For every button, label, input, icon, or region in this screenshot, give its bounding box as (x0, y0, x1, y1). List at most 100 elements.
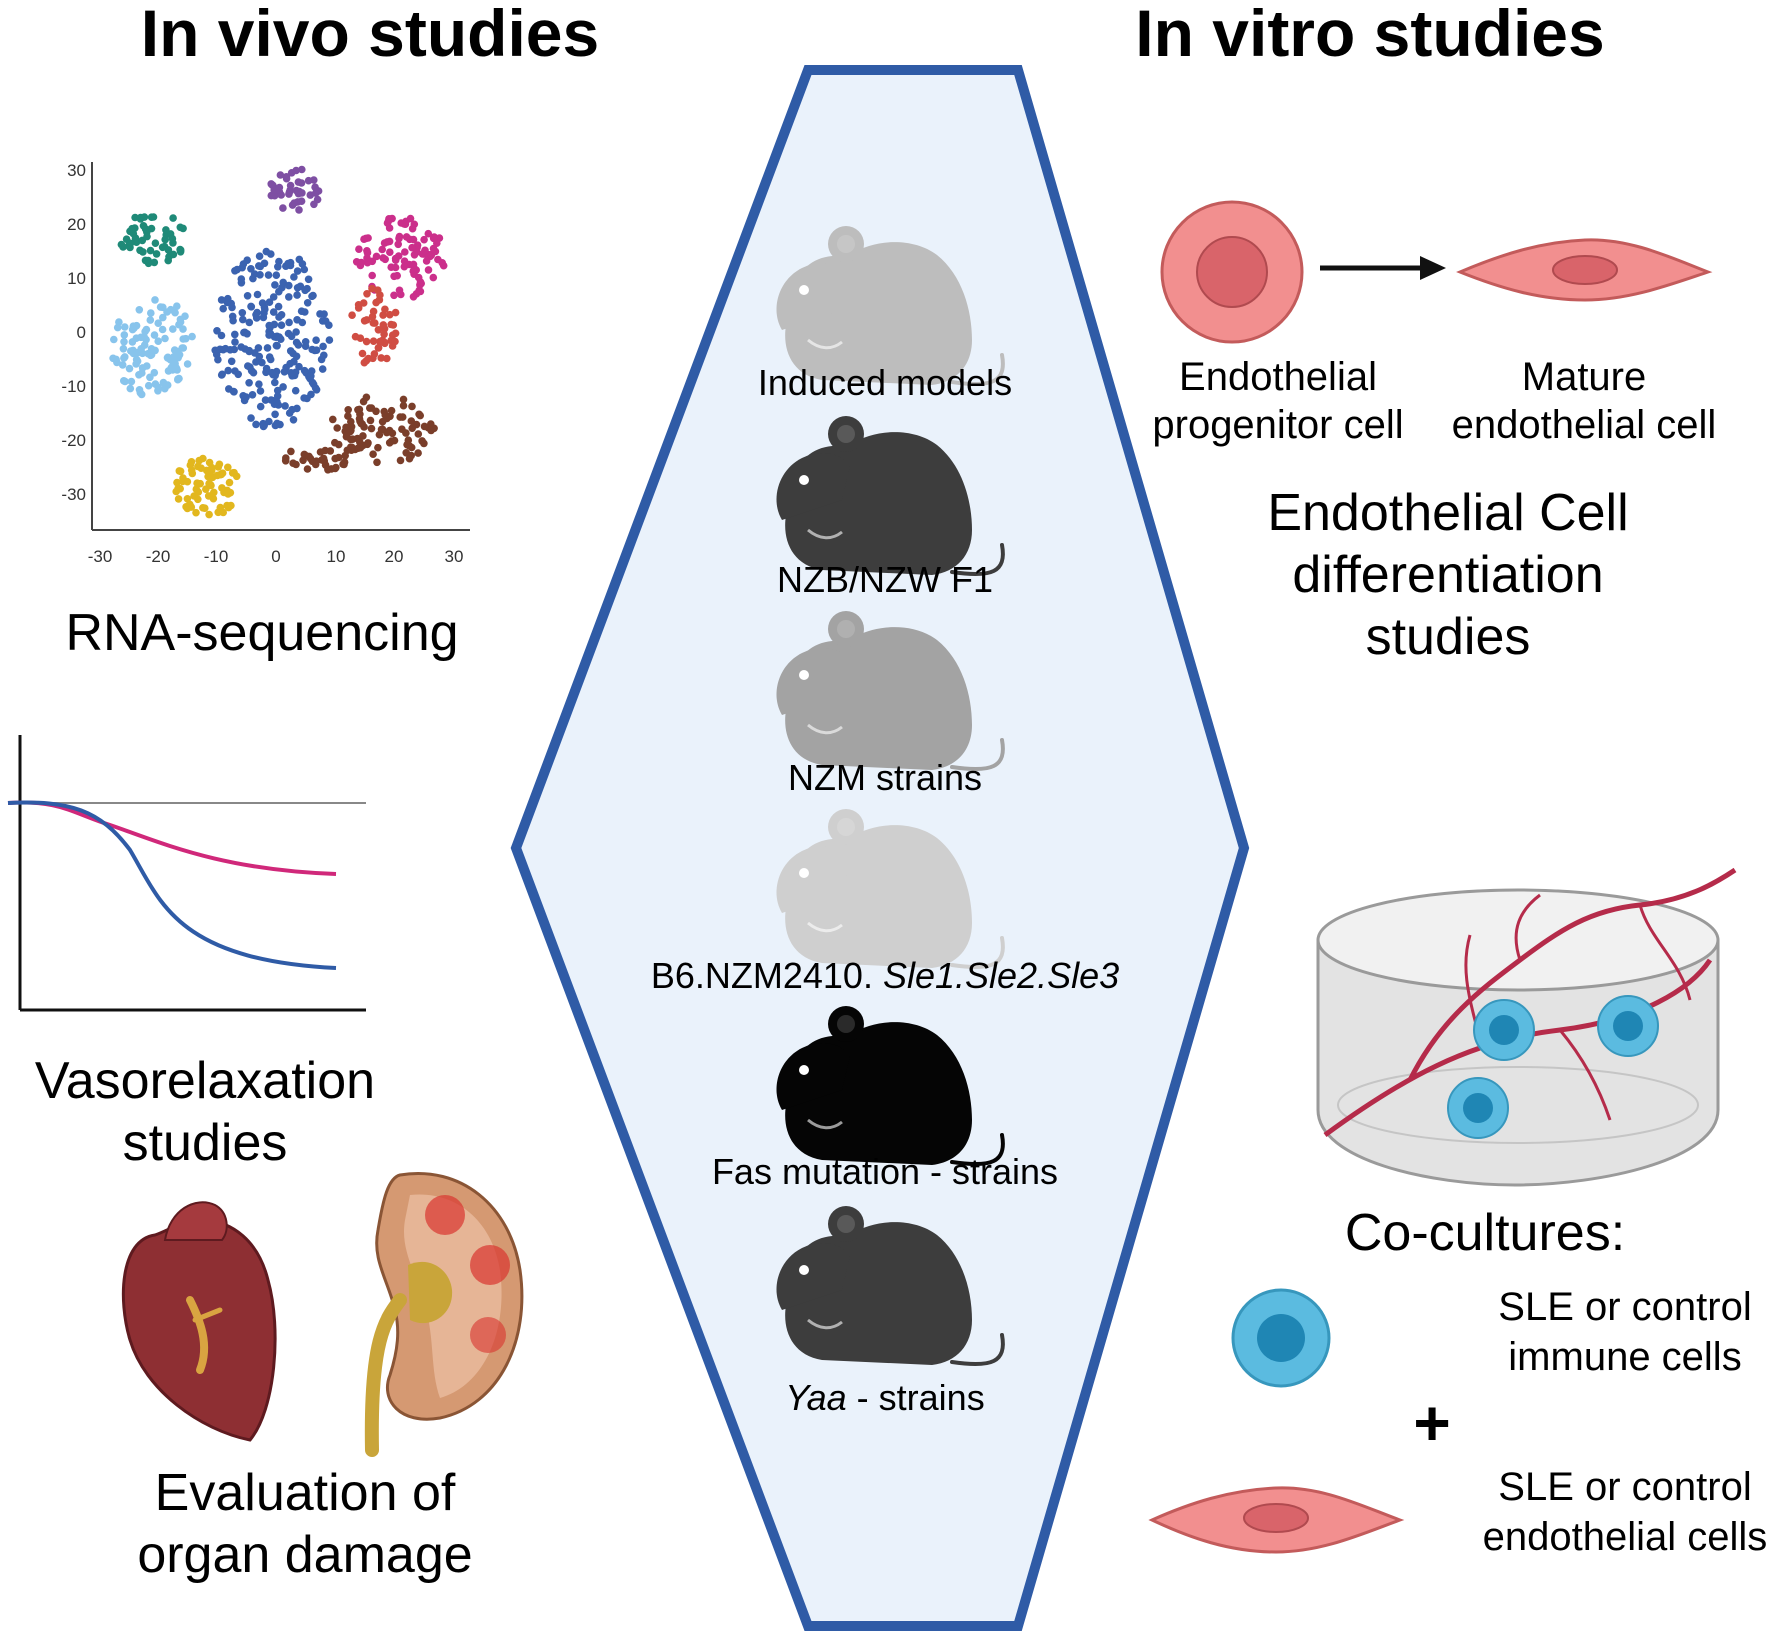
tsne-point (386, 248, 394, 256)
tsne-point (126, 239, 135, 248)
tsne-point (230, 388, 238, 396)
tsne-point (271, 378, 279, 387)
tsne-point (275, 287, 283, 296)
tsne-point (294, 178, 303, 186)
tsne-point (309, 291, 317, 300)
tsne-point (346, 443, 355, 452)
tsne-point (225, 478, 234, 487)
tsne-point (289, 416, 298, 424)
tsne-point (287, 447, 295, 456)
tsne-point (290, 199, 299, 207)
tsne-point (217, 331, 226, 340)
tsne-point (298, 318, 307, 327)
tsne-point (252, 358, 260, 366)
tsne-point (147, 224, 156, 233)
tsne-point (181, 312, 189, 321)
tsne-point (286, 347, 295, 355)
tsne-point (273, 419, 281, 428)
tsne-point (421, 246, 429, 255)
tsne-point (387, 406, 396, 415)
tsne-point (156, 303, 165, 311)
tsne-point (297, 197, 306, 205)
tsne-point (151, 346, 159, 355)
tsne-point (254, 344, 263, 352)
tsne-point (373, 458, 381, 467)
tsne-point (131, 213, 139, 222)
tsne-point (151, 239, 160, 247)
mouse-model-label: Induced models (758, 362, 1012, 403)
tsne-x-tick: 10 (327, 547, 346, 566)
tsne-y-tick: 20 (67, 215, 86, 234)
tsne-point (188, 469, 197, 478)
tsne-point (344, 412, 352, 420)
tsne-point (230, 468, 238, 477)
tsne-point (183, 360, 192, 368)
arrow-icon (1320, 256, 1446, 280)
tsne-x-tick: -20 (146, 547, 171, 566)
tsne-point (298, 189, 306, 197)
tsne-point (290, 273, 298, 281)
tsne-point (277, 321, 286, 330)
vasorelaxation-plot (7, 735, 366, 1012)
tsne-point (216, 345, 224, 354)
tsne-point (118, 361, 127, 369)
mouse-icon (776, 416, 1005, 577)
tsne-point (151, 380, 160, 388)
tsne-point (169, 325, 177, 333)
tsne-point (171, 308, 179, 317)
vaso-curve-magenta (7, 800, 337, 876)
tsne-point (398, 425, 406, 434)
tsne-point (231, 338, 239, 346)
endothelial-label-2: endothelial cells (1483, 1515, 1768, 1559)
mouse-model-label: B6.NZM2410. Sle1.Sle2.Sle3 (651, 955, 1119, 996)
tsne-point (182, 334, 190, 343)
coculture-title: Co-cultures: (1345, 1204, 1625, 1262)
tsne-point (293, 267, 302, 275)
tsne-point (318, 365, 327, 373)
tsne-point (194, 495, 202, 504)
tsne-point (169, 250, 178, 259)
tsne-point (252, 420, 260, 429)
tsne-point (374, 326, 383, 334)
mature-label-2: endothelial cell (1452, 403, 1717, 447)
tsne-point (163, 308, 171, 316)
tsne-point (231, 330, 239, 339)
tsne-point (129, 322, 138, 331)
tsne-point (175, 467, 184, 475)
tsne-point (381, 255, 390, 264)
tsne-point (227, 501, 235, 510)
tsne-y-tick: 10 (67, 269, 86, 288)
tsne-point (388, 429, 397, 438)
tsne-point (150, 368, 159, 377)
tsne-point (356, 410, 364, 419)
tsne-point (377, 354, 386, 362)
tsne-point (170, 346, 179, 354)
tsne-point (291, 386, 300, 395)
tsne-point (213, 327, 221, 335)
tsne-point (368, 257, 377, 266)
tsne-point (273, 386, 282, 395)
tsne-point (265, 353, 274, 361)
tsne-point (188, 332, 196, 341)
tsne-point (409, 235, 418, 244)
tsne-point (256, 262, 265, 271)
tsne-point (316, 448, 325, 456)
mouse-icon (776, 809, 1005, 970)
tsne-point (394, 240, 403, 249)
tsne-point (258, 358, 266, 367)
tsne-point (217, 296, 226, 304)
tsne-point (265, 417, 273, 426)
tsne-point (237, 275, 246, 283)
tsne-point (255, 252, 264, 260)
tsne-point (217, 371, 226, 379)
tsne-point (262, 247, 271, 256)
tsne-point (391, 329, 400, 338)
tsne-point (132, 360, 140, 368)
tsne-point (158, 325, 167, 334)
tsne-point (295, 362, 303, 371)
progenitor-label-1: Endothelial (1179, 355, 1377, 399)
tsne-point (214, 355, 222, 364)
heart-icon (121, 1201, 277, 1442)
tsne-point (154, 319, 162, 328)
tsne-point (281, 402, 289, 410)
